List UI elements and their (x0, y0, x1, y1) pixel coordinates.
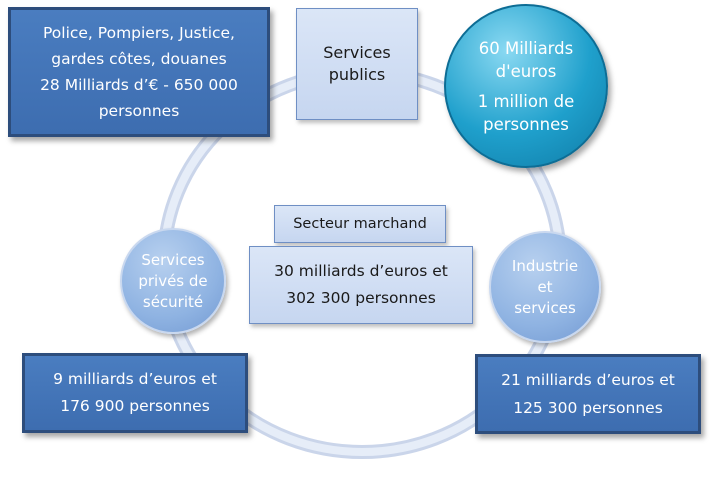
services-prives-line-3: sécurité (142, 292, 204, 311)
industrie-stats-line-2: 125 300 personnes (513, 399, 663, 417)
industrie-line-3: services (514, 298, 576, 317)
services-publics-line-2: publics (328, 65, 386, 84)
industrie-circle: Industrie et services (489, 231, 601, 343)
secteur-marchand-stats-box: 30 milliards d’euros et 302 300 personne… (249, 246, 473, 324)
services-publics-box: Services publics (296, 8, 418, 120)
marchand-stats-line-2: 302 300 personnes (286, 289, 436, 307)
services-prives-circle: Services privés de sécurité (120, 228, 226, 334)
total-line-4: personnes (483, 114, 569, 134)
public-cost-line-2: gardes côtes, douanes (51, 50, 227, 68)
public-cost-line-4: personnes (98, 102, 180, 120)
public-cost-line-3: 28 Milliards d’€ - 650 000 (40, 76, 238, 94)
industrie-line-2: et (537, 277, 553, 296)
secteur-marchand-text: Secteur marchand (293, 216, 427, 232)
total-circle: 60 Milliards d'euros 1 million de person… (444, 4, 608, 168)
services-prives-stats-box: 9 milliards d’euros et 176 900 personnes (22, 353, 248, 433)
industrie-line-1: Industrie (511, 256, 579, 275)
public-services-cost-box: Police, Pompiers, Justice, gardes côtes,… (8, 7, 270, 137)
total-line-3: 1 million de (477, 91, 575, 111)
total-line-2: d'euros (495, 61, 557, 81)
public-cost-line-1: Police, Pompiers, Justice, (42, 24, 235, 42)
services-publics-line-1: Services (323, 43, 391, 62)
industrie-stats-line-1: 21 milliards d’euros et (501, 371, 675, 389)
prives-stats-line-2: 176 900 personnes (60, 397, 210, 415)
services-prives-line-1: Services (141, 250, 205, 269)
secteur-marchand-label: Secteur marchand (274, 205, 446, 243)
industrie-stats-box: 21 milliards d’euros et 125 300 personne… (475, 354, 701, 434)
services-prives-line-2: privés de (138, 271, 208, 290)
marchand-stats-line-1: 30 milliards d’euros et (274, 262, 448, 280)
total-line-1: 60 Milliards (478, 38, 574, 58)
prives-stats-line-1: 9 milliards d’euros et (53, 370, 217, 388)
